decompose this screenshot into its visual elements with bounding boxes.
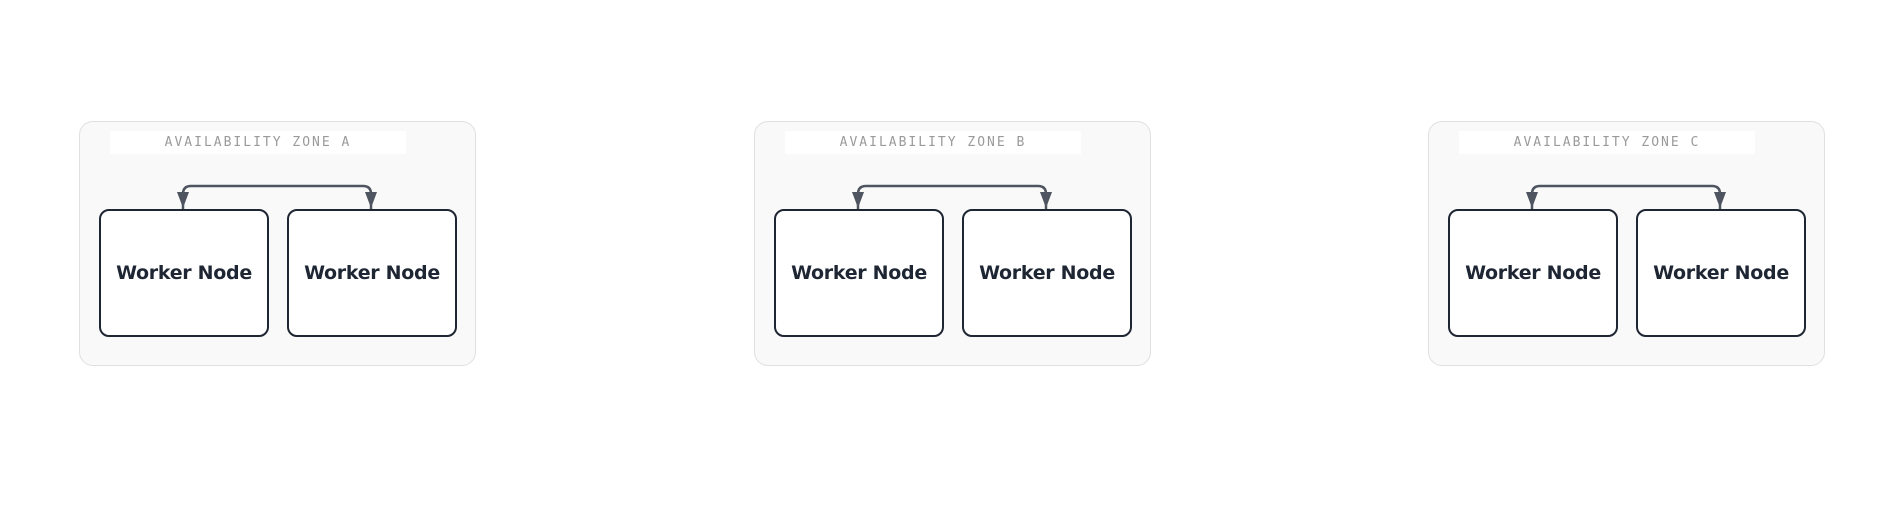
zone-label: AVAILABILITY ZONE C (1459, 131, 1755, 154)
worker-node: Worker Node (287, 209, 457, 337)
worker-node-label: Worker Node (791, 262, 927, 284)
availability-zone-a: AVAILABILITY ZONE A Worker Node Worker N… (79, 121, 476, 366)
worker-node-label: Worker Node (1653, 262, 1789, 284)
bidirectional-arrow (852, 184, 1052, 209)
zone-label: AVAILABILITY ZONE A (110, 131, 406, 154)
worker-node: Worker Node (774, 209, 944, 337)
arrowhead-icon (1714, 192, 1726, 208)
arrowhead-icon (1526, 192, 1538, 208)
worker-node: Worker Node (1448, 209, 1618, 337)
arrowhead-icon (177, 192, 189, 208)
zone-label: AVAILABILITY ZONE B (785, 131, 1081, 154)
worker-node: Worker Node (1636, 209, 1806, 337)
worker-node-label: Worker Node (1465, 262, 1601, 284)
worker-node: Worker Node (962, 209, 1132, 337)
bidirectional-arrow (177, 184, 377, 209)
worker-node-label: Worker Node (304, 262, 440, 284)
arrowhead-icon (1040, 192, 1052, 208)
worker-node: Worker Node (99, 209, 269, 337)
arrowhead-icon (365, 192, 377, 208)
bidirectional-arrow (1526, 184, 1726, 209)
worker-node-label: Worker Node (979, 262, 1115, 284)
availability-zone-c: AVAILABILITY ZONE C Worker Node Worker N… (1428, 121, 1825, 366)
arrowhead-icon (852, 192, 864, 208)
worker-node-label: Worker Node (116, 262, 252, 284)
availability-zone-b: AVAILABILITY ZONE B Worker Node Worker N… (754, 121, 1151, 366)
